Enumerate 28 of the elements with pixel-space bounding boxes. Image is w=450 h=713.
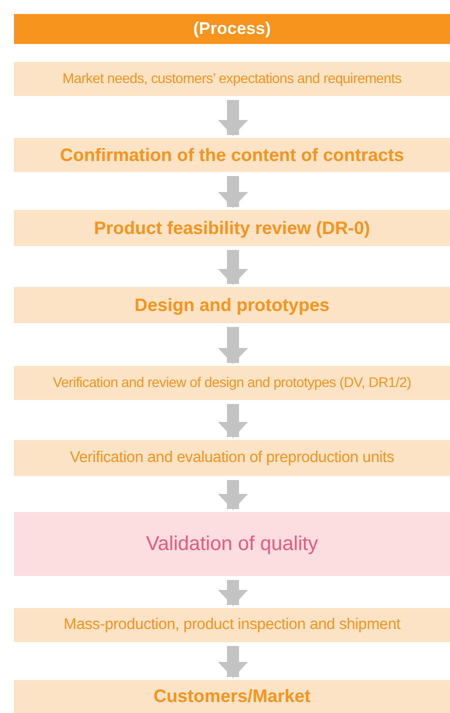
box-label: (Process) bbox=[193, 18, 271, 40]
box-label: Product feasibility review (DR-0) bbox=[94, 216, 370, 240]
header-bar bbox=[14, 14, 450, 44]
box-label: Mass-production, product inspection and shipment bbox=[64, 615, 400, 635]
process-box bbox=[14, 608, 450, 642]
process-box bbox=[14, 138, 450, 172]
process-box bbox=[14, 440, 450, 476]
down-arrow bbox=[218, 580, 248, 606]
down-arrow bbox=[218, 480, 248, 510]
down-arrow bbox=[218, 250, 248, 285]
process-box bbox=[14, 366, 450, 400]
box-label: Confirmation of the content of contracts bbox=[60, 144, 404, 166]
box-label: Design and prototypes bbox=[134, 294, 330, 316]
down-arrow bbox=[218, 404, 248, 438]
process-box bbox=[14, 287, 450, 323]
process-box bbox=[14, 210, 450, 246]
box-label: Verification and evaluation of preproduction units bbox=[70, 448, 394, 468]
box-label: Validation of quality bbox=[146, 532, 318, 556]
down-arrow bbox=[218, 646, 248, 678]
box-label: Market needs, customers’ expectations and requirements bbox=[62, 70, 402, 88]
process-box bbox=[14, 680, 450, 713]
process-box bbox=[14, 62, 450, 96]
box-label: Verification and review of design and prototypes (DV, DR1/2) bbox=[52, 374, 412, 392]
down-arrow bbox=[218, 327, 248, 364]
highlighted-process-box bbox=[14, 512, 450, 576]
box-label: Customers/Market bbox=[153, 685, 311, 708]
down-arrow bbox=[218, 176, 248, 208]
down-arrow bbox=[218, 100, 248, 136]
